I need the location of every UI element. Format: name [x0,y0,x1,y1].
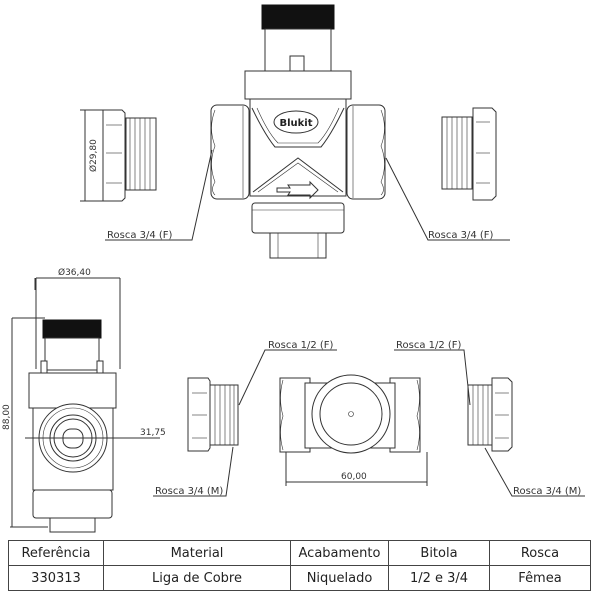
dim-fitting-diameter: Ø29,80 [88,139,99,172]
header-rosca: Rosca [489,540,591,566]
valve-bottom-port [269,232,327,259]
label-thread-top-left: Rosca 3/4 (F) [107,230,173,241]
label-thread-top-right: Rosca 3/4 (F) [428,230,494,241]
header-material: Material [103,540,291,566]
leader-mid-left-female [238,349,337,406]
label-thread-bottom-right-male: Rosca 3/4 (M) [513,486,581,497]
leader-mid-right-female [394,349,471,406]
valve-bottom-collar [251,202,345,234]
label-thread-mid-left-female: Rosca 1/2 (F) [268,340,334,351]
mid-left-fitting [187,377,239,452]
label-thread-bottom-left-male: Rosca 3/4 (M) [155,486,223,497]
brand-logo-badge [273,110,319,134]
top-left-fitting: Ø29,80 [80,109,157,202]
valve-bonnet [244,70,352,100]
flow-arrow-icon [276,180,319,200]
dim-axis-height: 31,75 [140,428,166,438]
cell-rosca: Fêmea [489,565,591,591]
dim-total-height: 88,00 [2,404,12,430]
header-referencia: Referência [8,540,104,566]
left-union-nut [210,104,250,200]
valve-knob [261,4,335,30]
header-bitola: Bitola [388,540,490,566]
cell-referencia: 330313 [8,565,104,591]
cell-acabamento: Niquelado [290,565,389,591]
right-union-nut [346,104,386,200]
technical-drawing: Blukit Ø29,80 Rosca 3/4 (F) Rosca 3/4 (F… [2,4,585,533]
valve-top-view: 60,00 [279,374,428,486]
label-thread-mid-right-female: Rosca 1/2 (F) [396,340,462,351]
cell-material: Liga de Cobre [103,565,291,591]
table-row: 330313 Liga de Cobre Niquelado 1/2 e 3/4… [8,565,591,591]
mid-right-fitting [467,377,513,452]
leader-top-right [385,157,510,241]
header-acabamento: Acabamento [290,540,389,566]
leader-bottom-left-male [153,446,234,497]
spec-table: Referência Material Acabamento Bitola Ro… [8,540,591,591]
top-right-fitting [441,107,497,201]
dim-body-width: 60,00 [341,472,367,482]
dim-knob-diameter: Ø36,40 [58,267,91,278]
leader-bottom-right-male [484,447,585,497]
cell-bitola: 1/2 e 3/4 [388,565,490,591]
valve-side-view: Ø36,40 88,00 31,75 [2,267,166,533]
brand-logo-text: Blukit [279,118,312,129]
leader-top-left [105,149,213,241]
valve-stem-pin [289,55,305,72]
spec-table-header: Referência Material Acabamento Bitola Ro… [8,540,591,566]
valve-front-view: Blukit [210,4,386,259]
